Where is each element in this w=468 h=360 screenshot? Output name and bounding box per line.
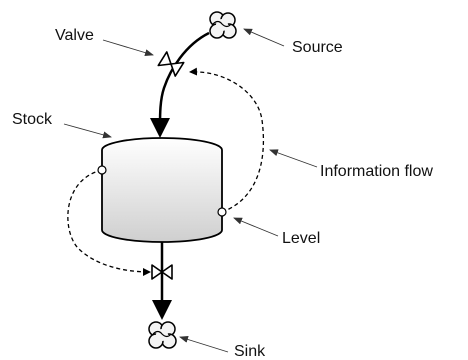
source-cloud-icon xyxy=(209,11,237,39)
bottom-valve-icon xyxy=(151,264,173,280)
inflow-arrowhead xyxy=(150,118,170,138)
level-pointer xyxy=(233,217,279,237)
information-flow-left xyxy=(67,169,151,276)
top-valve-icon xyxy=(157,51,185,77)
level-label: Level xyxy=(282,230,320,247)
valve-pointer xyxy=(102,39,154,57)
source-label: Source xyxy=(292,39,343,56)
sink-pointer xyxy=(179,336,229,353)
sink-label: Sink xyxy=(234,343,266,360)
inflow-pipe xyxy=(158,31,210,126)
information-flow-right xyxy=(189,67,265,213)
valve-label: Valve xyxy=(55,27,94,44)
level-connector-right xyxy=(217,207,227,217)
outflow-arrowhead xyxy=(152,300,172,320)
sink-cloud-icon xyxy=(148,321,177,349)
stock-pointer xyxy=(63,123,112,139)
source-pointer xyxy=(243,28,285,47)
stock-label: Stock xyxy=(12,111,53,128)
stock-tank-icon xyxy=(101,137,223,243)
level-connector-left xyxy=(97,165,107,175)
information-flow-label: Information flow xyxy=(320,163,433,180)
information-flow-pointer xyxy=(269,149,318,168)
